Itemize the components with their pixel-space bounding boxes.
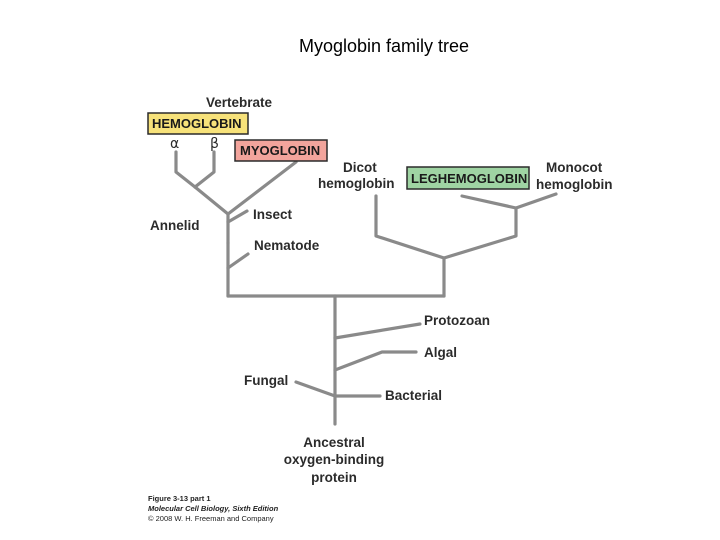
- label-protozoan: Protozoan: [424, 313, 490, 328]
- label-monocot-hemoglobin: hemoglobin: [536, 177, 613, 192]
- branch-beta: [193, 150, 216, 189]
- label-protein: protein: [311, 470, 357, 485]
- branch-myoglobin: [226, 160, 298, 216]
- caption-copyright: © 2008 W. H. Freeman and Company: [148, 514, 274, 523]
- label-monocot: Monocot: [546, 160, 603, 175]
- caption-book: Molecular Cell Biology, Sixth Edition: [148, 504, 279, 513]
- label-vertebrate: Vertebrate: [206, 95, 273, 110]
- label-dicot-hemoglobin: hemoglobin: [318, 176, 395, 191]
- hemoglobin-box: [147, 112, 249, 135]
- label-ancestral: Ancestral: [303, 435, 365, 450]
- branch-alpha: [174, 150, 197, 189]
- label-algal: Algal: [424, 345, 457, 360]
- branch-nematode: [226, 252, 250, 270]
- label-alpha: α: [170, 136, 179, 152]
- branch-monocot: [514, 192, 558, 210]
- label-insect: Insect: [253, 207, 293, 222]
- myoglobin-box: [234, 139, 328, 162]
- branch-insect: [226, 209, 249, 224]
- label-beta: β: [210, 136, 219, 152]
- branch-dicot: [374, 194, 446, 260]
- label-myoglobin: MYOGLOBIN: [240, 143, 320, 158]
- tree-branches: [174, 150, 558, 426]
- caption-figure: Figure 3-13 part 1: [148, 494, 211, 503]
- label-annelid: Annelid: [150, 218, 200, 233]
- label-bacterial: Bacterial: [385, 388, 442, 403]
- branch-fungal: [294, 380, 337, 398]
- branch-leghemoglobin: [460, 194, 518, 210]
- label-nematode: Nematode: [254, 238, 320, 253]
- label-dicot: Dicot: [343, 160, 377, 175]
- label-fungal: Fungal: [244, 373, 288, 388]
- branch-protozoan: [333, 322, 422, 340]
- label-oxygen-binding: oxygen-binding: [284, 452, 385, 467]
- branch-algal: [333, 350, 418, 372]
- label-hemoglobin: HEMOGLOBIN: [152, 116, 242, 131]
- slide-title: Myoglobin family tree: [298, 36, 470, 56]
- label-leghemoglobin: LEGHEMOGLOBIN: [411, 171, 527, 186]
- branch-plant-node: [442, 206, 518, 260]
- leghemoglobin-box: [406, 166, 530, 190]
- branch-hemoglobin: [193, 185, 230, 216]
